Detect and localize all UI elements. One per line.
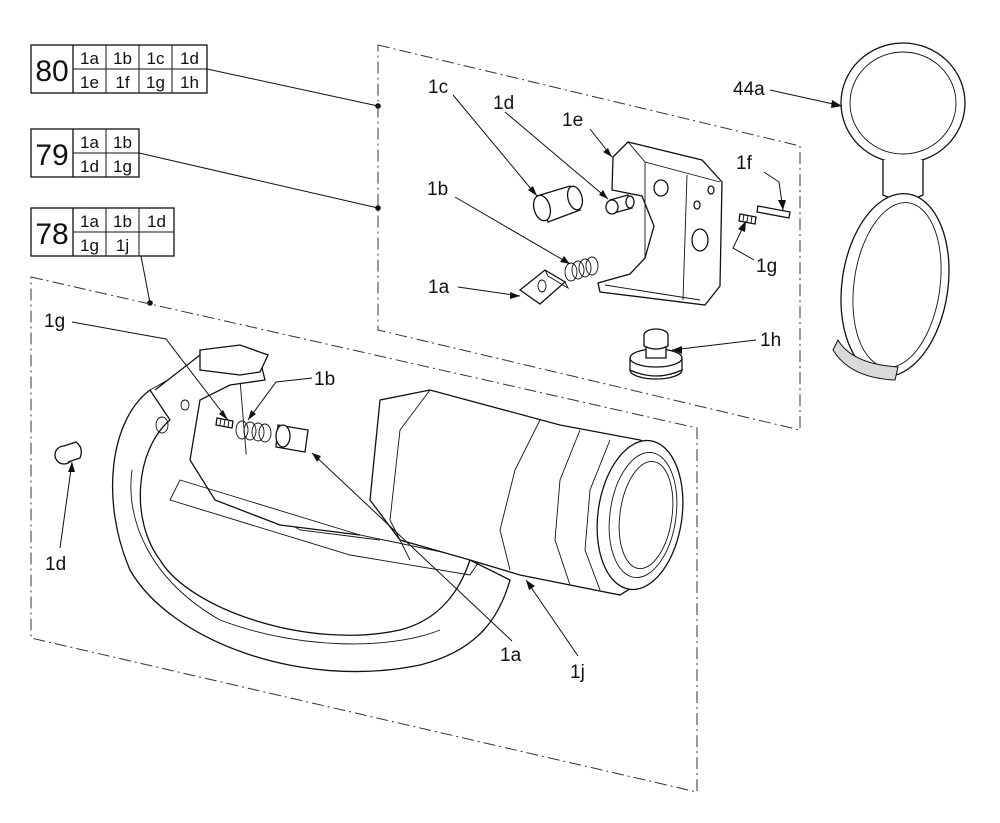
- table-cell: 1c: [147, 49, 165, 68]
- callout-1a-bottom: 1a: [500, 645, 522, 666]
- callout-1g-top: 1g: [756, 256, 777, 277]
- table-cell: 1a: [80, 133, 99, 152]
- callout-1d-bottom: 1d: [45, 554, 66, 575]
- callout-1a-top: 1a: [428, 277, 450, 298]
- callout-1d-top: 1d: [493, 93, 514, 114]
- leader-lines: [59, 89, 843, 657]
- stop-part-1h: [629, 328, 683, 380]
- table-cell: 1a: [80, 49, 99, 68]
- kit-80-boundary: [377, 44, 801, 431]
- latch-part-1a-bottom: [275, 424, 309, 453]
- table-cell: 1d: [180, 49, 199, 68]
- ring-part-44a: [832, 42, 966, 381]
- table-80-leader: [206, 68, 379, 107]
- table-number: 78: [35, 218, 68, 251]
- kit-table-78: 78 1a 1b 1d 1g 1j: [30, 207, 175, 257]
- table-cell: 1b: [113, 212, 132, 231]
- pin-part-1f: [756, 205, 791, 219]
- plunger-part-1c: [532, 185, 584, 223]
- main-body-part-1j: [111, 344, 684, 673]
- table-cell: 1d: [147, 212, 166, 231]
- table-cell: 1g: [113, 157, 132, 176]
- table-cell: 1e: [80, 73, 99, 92]
- callout-1b-top: 1b: [427, 179, 448, 200]
- latch-part-1a-top: [518, 269, 570, 305]
- spring-part-1b-top: [564, 256, 599, 282]
- callout-1c: 1c: [428, 77, 448, 98]
- table-cell: 1j: [116, 236, 129, 255]
- table-cell: 1a: [80, 212, 99, 231]
- callout-1h: 1h: [760, 330, 781, 351]
- callout-1j: 1j: [570, 662, 585, 683]
- callout-1e: 1e: [562, 110, 583, 131]
- callout-1b-bottom: 1b: [314, 369, 335, 390]
- callout-1g-bottom: 1g: [44, 311, 65, 332]
- table-cell: 1h: [180, 73, 199, 92]
- table-cell: 1f: [115, 73, 129, 92]
- table-number: 80: [35, 55, 68, 88]
- pin-part-1d-top: [605, 194, 635, 215]
- kit-78-boundary: [30, 276, 698, 793]
- bracket-part-1e: [597, 141, 723, 306]
- kit-table-79: 79 1a 1b 1d 1g: [30, 128, 140, 178]
- table-79-dot: [375, 205, 381, 211]
- kit-table-80: 80 1a 1b 1c 1d 1e 1f 1g 1h: [30, 44, 208, 94]
- table-cell: 1g: [146, 73, 165, 92]
- spring-part-1b-bottom: [235, 420, 272, 443]
- table-79-leader: [138, 152, 379, 209]
- table-cell: 1g: [80, 236, 99, 255]
- pin-part-1d-bottom: [54, 441, 82, 465]
- table-78-dot: [147, 300, 153, 306]
- callout-1f: 1f: [736, 153, 753, 174]
- table-cell: 1d: [80, 157, 99, 176]
- setscrew-part-1g-bottom: [215, 417, 234, 429]
- table-78-leader: [140, 255, 151, 304]
- table-cell: 1b: [113, 49, 132, 68]
- setscrew-part-1g-top: [738, 213, 757, 225]
- callout-44a: 44a: [733, 79, 765, 100]
- table-cell: 1b: [113, 133, 132, 152]
- table-number: 79: [35, 139, 68, 172]
